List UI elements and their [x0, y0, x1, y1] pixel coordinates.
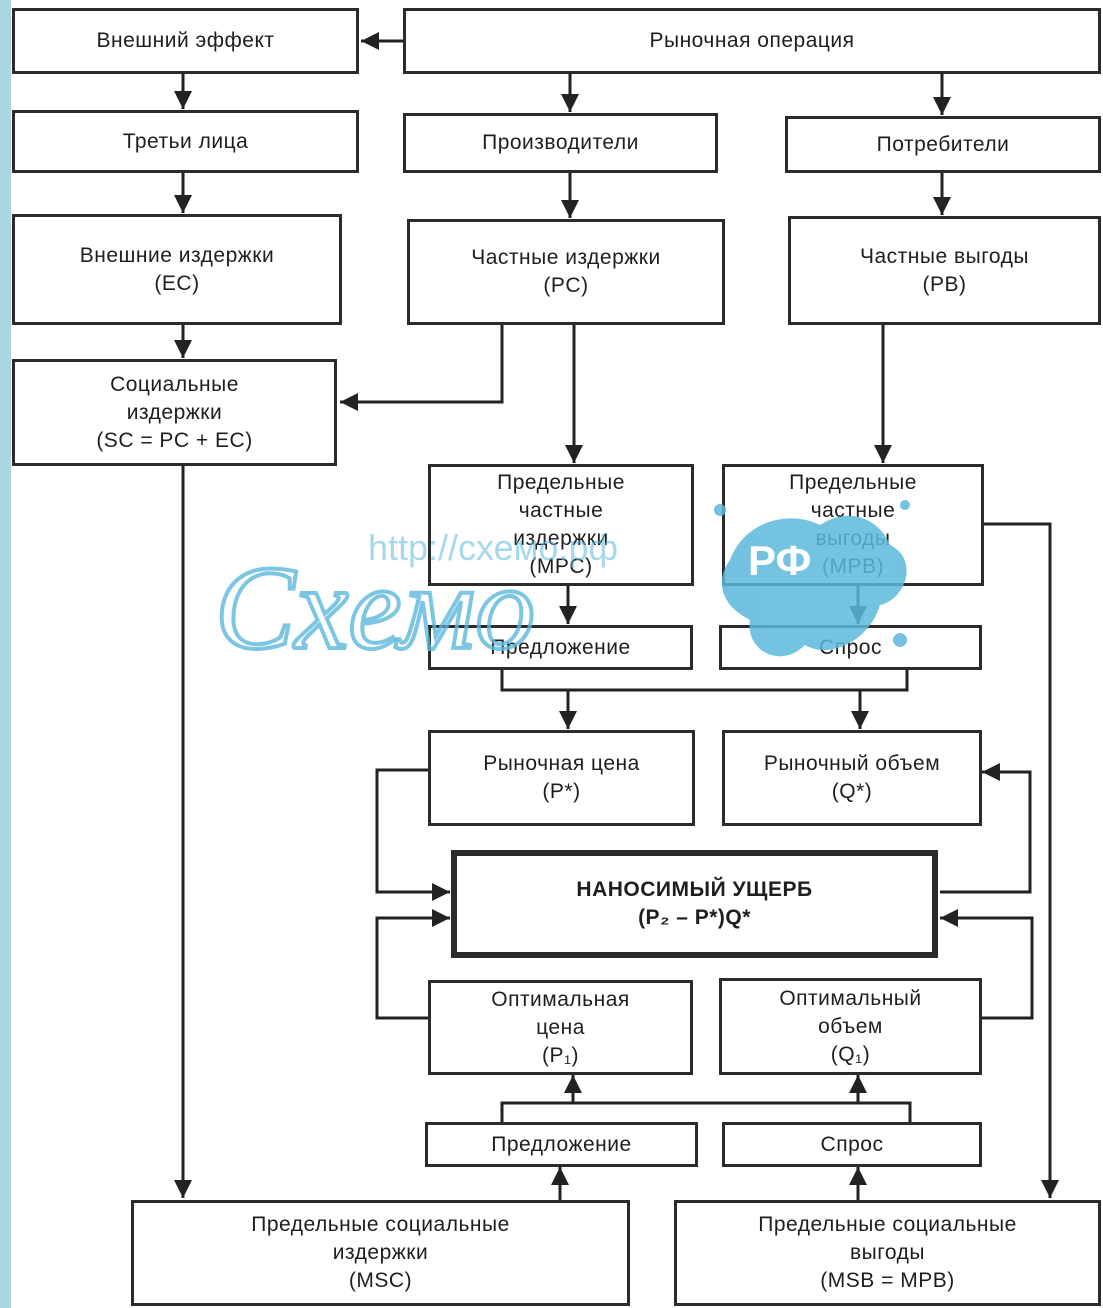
box-text-line: Потребители: [876, 132, 1010, 156]
join-bottom-supply-demand: [500, 1101, 912, 1122]
box-text-line: издержки: [126, 400, 223, 424]
box-msc: Предельные социальные издержки (MSC): [131, 1200, 630, 1306]
box-private-costs: Частные издержки (PC): [407, 219, 725, 325]
box-text-line: Производители: [482, 131, 639, 154]
box-text-line: (MSC): [348, 1269, 413, 1292]
arrow-optprice-to-damage: [375, 909, 450, 1020]
box-text-line: (EC): [154, 271, 200, 295]
box-text-line: (MPB): [822, 555, 884, 578]
box-text-line: Предельные социальные: [758, 1213, 1017, 1236]
box-msb: Предельные социальные выгоды (MSB = MPB): [674, 1200, 1101, 1306]
box-supply-bottom: Предложение: [425, 1122, 698, 1167]
box-text-line: Предельные социальные: [251, 1213, 510, 1236]
box-text-line: частные: [518, 499, 604, 522]
box-text-line: цена: [536, 1015, 585, 1039]
box-demand-top: Спрос: [719, 625, 982, 670]
join-top-supply-demand: [500, 670, 909, 692]
box-text-line: Предложение: [491, 1132, 632, 1156]
box-text-line: Предельные: [789, 471, 917, 494]
box-consumers: Потребители: [785, 116, 1101, 173]
box-market-volume: Рыночный объем (Q*): [722, 730, 982, 826]
arrow-optvolume-to-damage: [940, 909, 1034, 1020]
left-edge-strip: [0, 0, 11, 1308]
box-market-operation: Рыночная операция: [403, 8, 1101, 74]
box-social-costs: Социальные издержки (SC = PC + EC): [12, 359, 337, 466]
box-demand-bottom: Спрос: [722, 1122, 982, 1167]
box-text-line: выгоды: [815, 527, 891, 550]
box-external-effect: Внешний эффект: [12, 8, 359, 74]
box-text-line: (MPC): [529, 555, 593, 578]
box-text-line: издержки: [332, 1241, 429, 1264]
arrow-mpb-to-msb: [984, 522, 1059, 1198]
box-text-line: Спрос: [820, 1132, 884, 1156]
box-text-line: Рыночная операция: [649, 29, 855, 52]
box-text-line: Частные издержки: [471, 246, 661, 269]
box-text-line: Оптимальная: [491, 987, 630, 1011]
box-text-line: Внешний эффект: [96, 29, 275, 52]
box-optimal-volume: Оптимальный объем (Q₁): [719, 978, 982, 1075]
box-text-line: (MSB = MPB): [820, 1269, 955, 1292]
box-text-line: частные: [810, 499, 896, 522]
box-text-line: (Q₁): [830, 1042, 871, 1066]
box-producers: Производители: [403, 113, 718, 173]
box-text-line: (P*): [542, 780, 581, 803]
box-text-line: (P₁): [541, 1043, 580, 1067]
box-text-line: (PB): [922, 272, 967, 296]
box-text-line: Оптимальный: [779, 986, 922, 1010]
box-optimal-price: Оптимальная цена (P₁): [428, 980, 693, 1075]
box-text-line: (P₂ – P*)Q*: [638, 906, 751, 929]
box-text-line: НАНОСИМЫЙ УЩЕРБ: [576, 878, 813, 901]
arrow-price-to-damage: [375, 768, 450, 901]
box-external-costs: Внешние издержки (EC): [12, 214, 342, 325]
box-third-parties: Третьи лица: [12, 110, 359, 173]
box-mpc: Предельные частные издержки (MPC): [428, 464, 694, 586]
box-text-line: Рыночный объем: [763, 752, 941, 775]
box-text-line: Третьи лица: [122, 129, 249, 153]
box-text-line: выгоды: [849, 1241, 925, 1264]
box-text-line: (SC = PC + EC): [96, 428, 253, 452]
box-text-line: (PC): [543, 274, 589, 297]
box-damage: НАНОСИМЫЙ УЩЕРБ (P₂ – P*)Q*: [451, 850, 938, 958]
box-supply-top: Предложение: [428, 625, 693, 670]
box-private-benefits: Частные выгоды (PB): [788, 216, 1101, 325]
box-text-line: объем: [818, 1014, 883, 1038]
box-text-line: (Q*): [831, 780, 873, 803]
box-text-line: Предельные: [497, 471, 625, 494]
box-text-line: Социальные: [110, 372, 239, 396]
box-mpb: Предельные частные выгоды (MPB): [722, 464, 984, 586]
box-text-line: Рыночная цена: [483, 752, 640, 775]
box-text-line: издержки: [513, 527, 609, 550]
box-text-line: Внешние издержки: [79, 243, 275, 267]
box-text-line: Предложение: [490, 635, 631, 659]
arrow-damage-to-volume: [940, 763, 1032, 894]
box-market-price: Рыночная цена (P*): [428, 730, 695, 826]
arrow-pc-to-sc: [340, 325, 504, 411]
box-text-line: Частные выгоды: [859, 244, 1029, 268]
box-text-line: Спрос: [819, 635, 882, 659]
